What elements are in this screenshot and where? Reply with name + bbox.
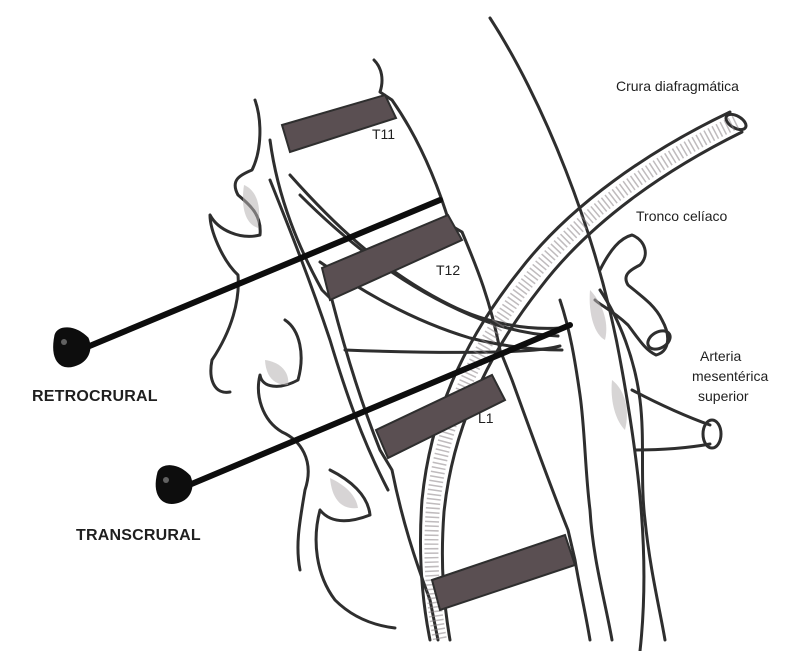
hub-shine-2 — [163, 477, 169, 483]
label-superior: superior — [698, 388, 749, 404]
label-tronco-celiaco: Tronco celíaco — [636, 208, 727, 224]
label-t11: T11 — [372, 126, 395, 142]
disc-l1-l2 — [432, 535, 575, 610]
label-crura: Crura diafragmática — [616, 78, 739, 94]
posterior-element-1 — [210, 100, 260, 392]
sma-lower — [635, 444, 710, 450]
label-retrocrural: RETROCRURAL — [32, 388, 158, 406]
disc-t10-t11 — [282, 95, 396, 152]
needle-hub-transcrural — [156, 466, 192, 504]
shade-3 — [330, 478, 358, 508]
shade-2 — [265, 360, 288, 385]
sma-ostium — [703, 420, 721, 448]
aorta-right — [600, 290, 665, 640]
label-t12: T12 — [436, 262, 460, 278]
label-arteria: Arteria — [700, 348, 741, 364]
hub-shine-1 — [61, 339, 67, 345]
label-mesenterica: mesentérica — [692, 368, 768, 384]
label-transcrural: TRANSCRURAL — [76, 527, 201, 545]
aorta-left — [560, 300, 612, 640]
needle-hub-retrocrural — [54, 328, 90, 367]
label-l1: L1 — [478, 410, 494, 426]
posterior-element-3 — [316, 470, 395, 628]
shade-1 — [243, 185, 259, 228]
